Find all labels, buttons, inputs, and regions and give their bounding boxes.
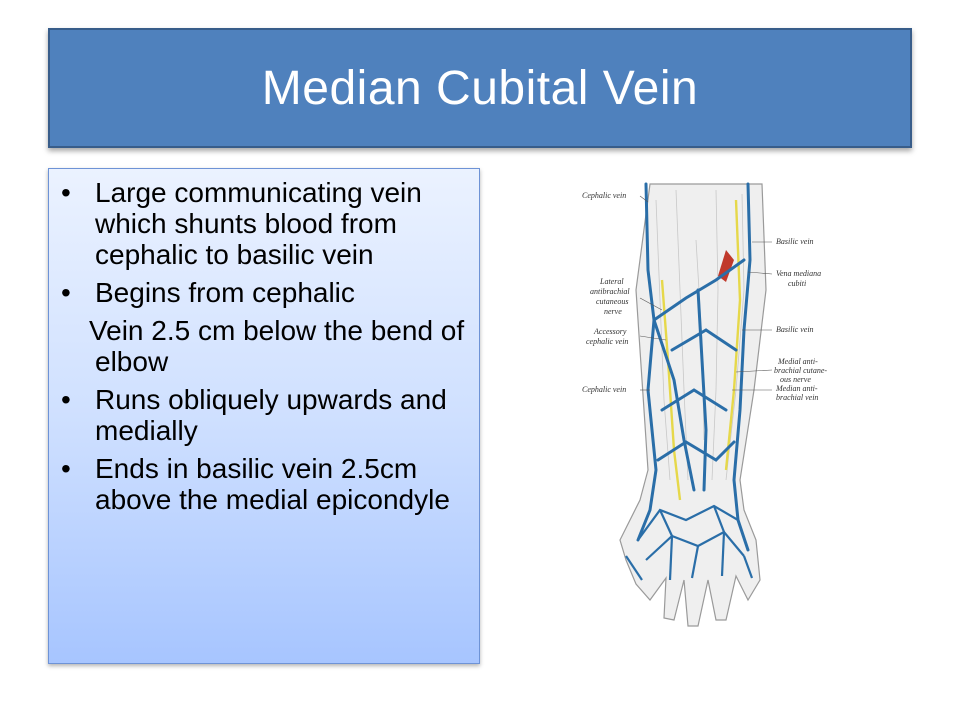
- label-medial-antibrachial-nerve: Medial anti-: [777, 357, 818, 366]
- title-bar: Median Cubital Vein: [48, 28, 912, 148]
- vein-branch: [656, 440, 736, 462]
- label-basilic-vein-top: Basilic vein: [776, 237, 814, 246]
- label-cephalic-vein-bottom: Cephalic vein: [582, 385, 626, 394]
- vein-branch: [670, 328, 738, 352]
- forearm-vein-illustration: Cephalic vein Lateral antibrachial cutan…: [582, 182, 827, 627]
- label-lateral-antibrachial: antibrachial: [590, 287, 630, 296]
- accessory-cephalic-vein: [652, 318, 696, 492]
- bullet-item: Ends in basilic vein 2.5cm above the med…: [61, 453, 469, 515]
- label-vena-mediana: Vena mediana: [776, 269, 821, 278]
- label-basilic-vein-mid: Basilic vein: [776, 325, 814, 334]
- forearm-outline: [619, 183, 767, 627]
- bullet-item: Runs obliquely upwards and medially: [61, 384, 469, 446]
- dorsal-venous-network: [625, 504, 754, 581]
- label-medial-antibrachial-nerve: ous nerve: [780, 375, 811, 384]
- bullet-item: Large communicating vein which shunts bl…: [61, 177, 469, 270]
- label-median-antibrachial-vein: Median anti-: [775, 384, 818, 393]
- bullet-list: Large communicating vein which shunts bl…: [49, 169, 479, 515]
- slide-title: Median Cubital Vein: [261, 61, 699, 115]
- median-cubital-vein: [652, 258, 746, 322]
- label-lateral-antibrachial: nerve: [604, 307, 622, 316]
- label-lateral-antibrachial: cutaneous: [596, 297, 628, 306]
- bullet-continuation: Vein 2.5 cm below the bend of elbow: [89, 315, 465, 377]
- vein-branch: [660, 388, 728, 412]
- medial-antibrachial-nerve: [724, 199, 742, 471]
- label-median-antibrachial-vein: brachial vein: [776, 393, 818, 402]
- bullet-item: Begins from cephalic: [61, 277, 469, 308]
- label-cephalic-vein-top: Cephalic vein: [582, 191, 626, 200]
- label-medial-antibrachial-nerve: brachial cutane-: [774, 366, 827, 375]
- label-lateral-antibrachial: Lateral: [599, 277, 624, 286]
- label-accessory-cephalic: cephalic vein: [586, 337, 628, 346]
- label-accessory-cephalic: Accessory: [593, 327, 627, 336]
- content-box: Large communicating vein which shunts bl…: [48, 168, 480, 664]
- leader-lines: [639, 195, 773, 391]
- label-vena-mediana: cubiti: [788, 279, 806, 288]
